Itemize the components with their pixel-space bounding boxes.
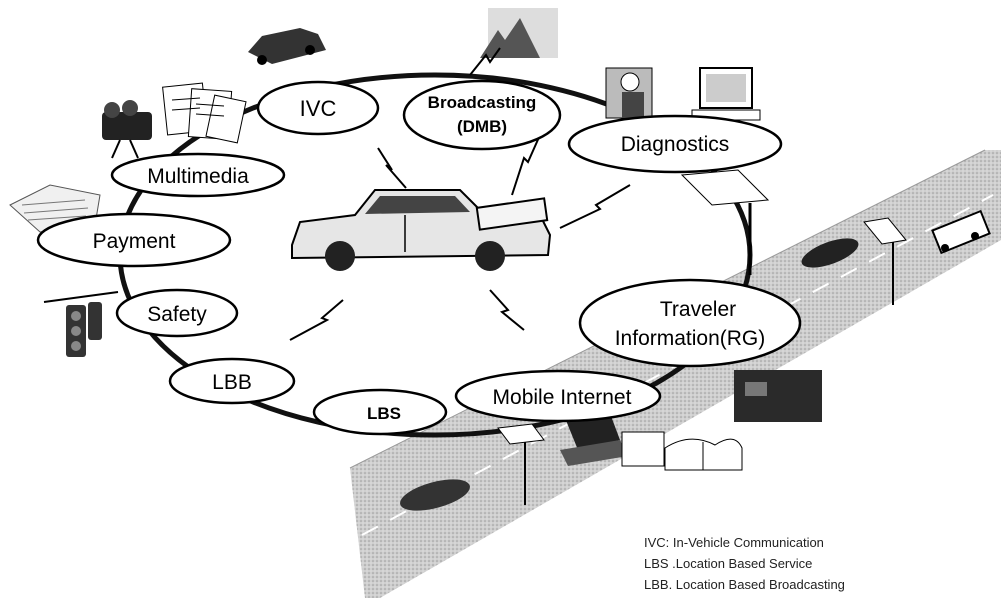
node-label: IVC: [300, 96, 337, 121]
node-label: Information(RG): [615, 327, 766, 350]
road-sign-icon: [497, 169, 907, 505]
legend-item: IVC: In-Vehicle Communication: [644, 535, 824, 550]
lightning-bolt-icon: [289, 134, 631, 341]
node-label: LBS: [367, 404, 401, 423]
broadcast-tower-icon: [469, 8, 558, 76]
node-broadcasting: Broadcasting (DMB): [402, 79, 562, 151]
car-icon: [248, 28, 326, 65]
node-label: Diagnostics: [621, 133, 730, 156]
car-icon: [400, 238, 859, 511]
node-lbb: LBB: [168, 357, 296, 405]
abbreviation-legend: IVC: In-Vehicle Communication LBS .Locat…: [644, 532, 845, 595]
node-payment: Payment: [36, 212, 232, 268]
node-traveler-information: Traveler Information(RG): [578, 278, 802, 368]
node-label: Payment: [93, 230, 176, 253]
legend-item: LBB. Location Based Broadcasting: [644, 577, 845, 592]
photo-icon: [734, 370, 822, 422]
mechanic-computer-icon: [605, 67, 761, 121]
node-diagnostics: Diagnostics: [567, 114, 783, 174]
node-safety: Safety: [115, 288, 239, 338]
node-label: Safety: [147, 303, 207, 326]
node-label: LBB: [212, 371, 252, 394]
traffic-light-icon: [43, 291, 119, 357]
node-lbs: LBS: [312, 388, 448, 436]
node-label: (DMB): [457, 117, 507, 136]
video-camera-icon: [102, 100, 152, 159]
node-label: Mobile Internet: [493, 386, 632, 409]
node-label: Multimedia: [147, 165, 249, 188]
legend-item: LBS .Location Based Service: [644, 556, 813, 571]
node-mobile-internet: Mobile Internet: [454, 369, 662, 423]
node-ivc: IVC: [256, 80, 380, 136]
music-sheets-icon: [162, 82, 247, 144]
node-multimedia: Multimedia: [110, 152, 286, 198]
car-icon: [291, 189, 552, 271]
node-label: Traveler: [660, 298, 736, 321]
book-icon: [621, 431, 743, 471]
bus-icon: [931, 209, 991, 255]
node-label: Broadcasting: [428, 93, 537, 112]
